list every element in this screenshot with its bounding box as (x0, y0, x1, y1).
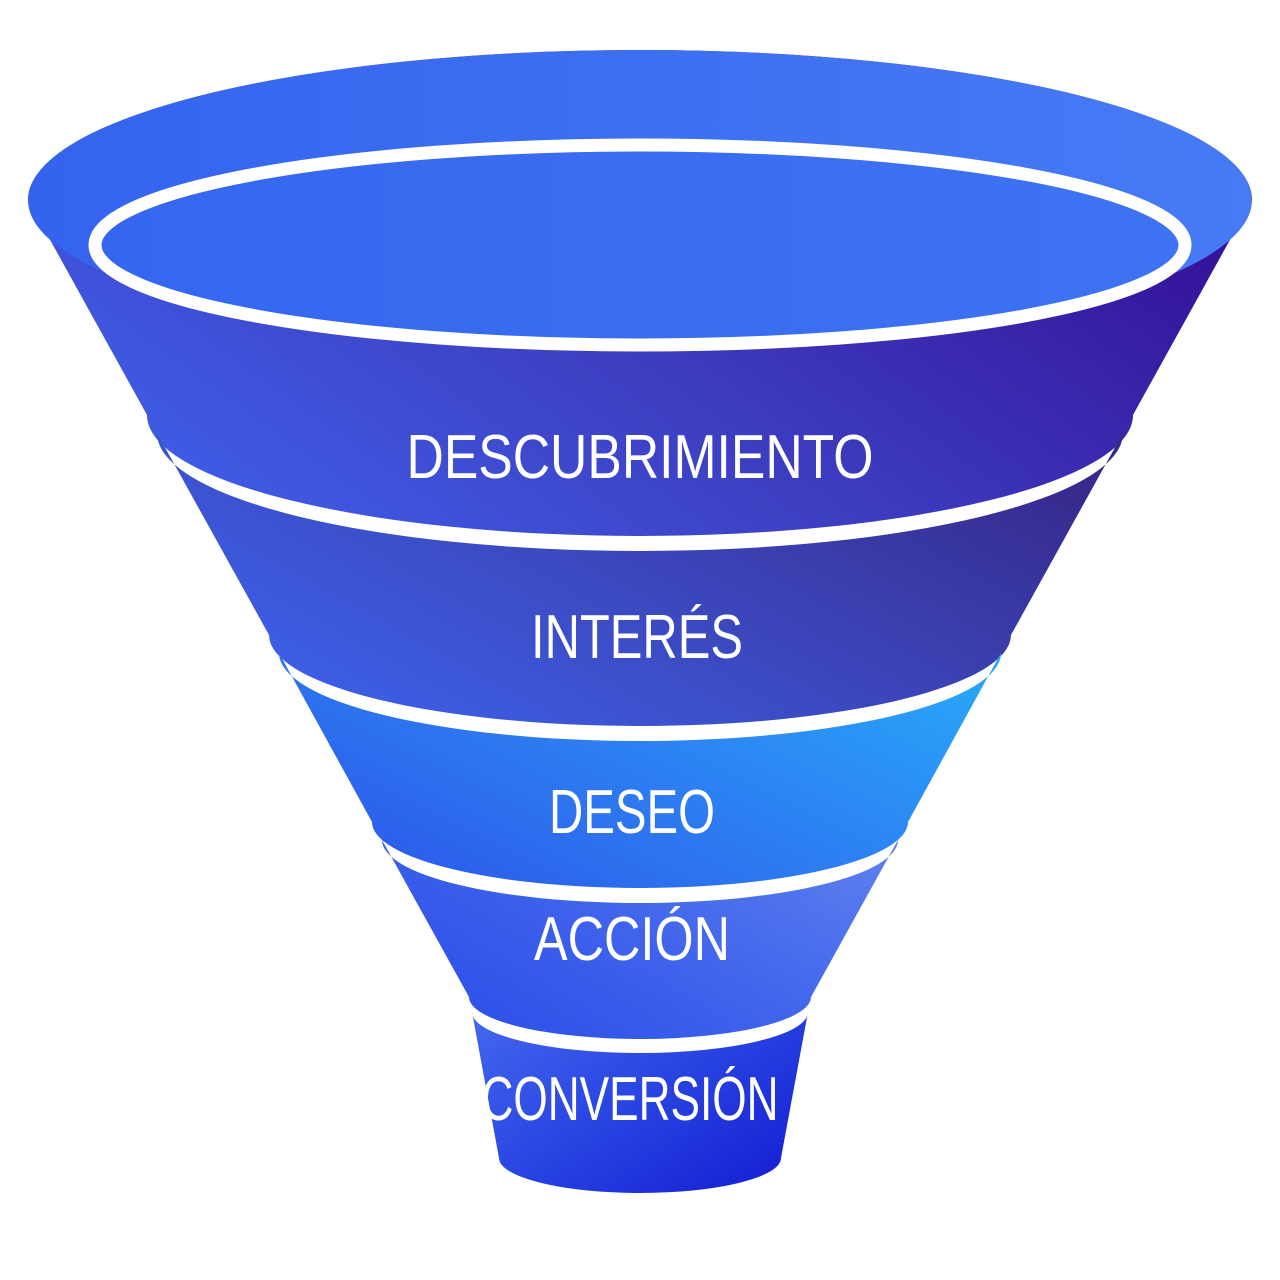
stage-label-conversion: CONVERSIÓN (482, 1065, 779, 1134)
stage-label-interes: INTERÉS (531, 603, 743, 672)
funnel-stage-deseo (279, 653, 1001, 888)
stage-label-descubrimiento: DESCUBRIMIENTO (407, 423, 874, 492)
funnel-top-inner-ring (88, 138, 1192, 352)
stage-label-deseo: DESEO (549, 778, 715, 847)
funnel-stage-interes (157, 433, 1123, 726)
funnel-stage-accion (382, 840, 898, 1039)
funnel-stage-conversion (472, 1012, 808, 1193)
stage-label-accion: ACCIÓN (534, 905, 730, 974)
